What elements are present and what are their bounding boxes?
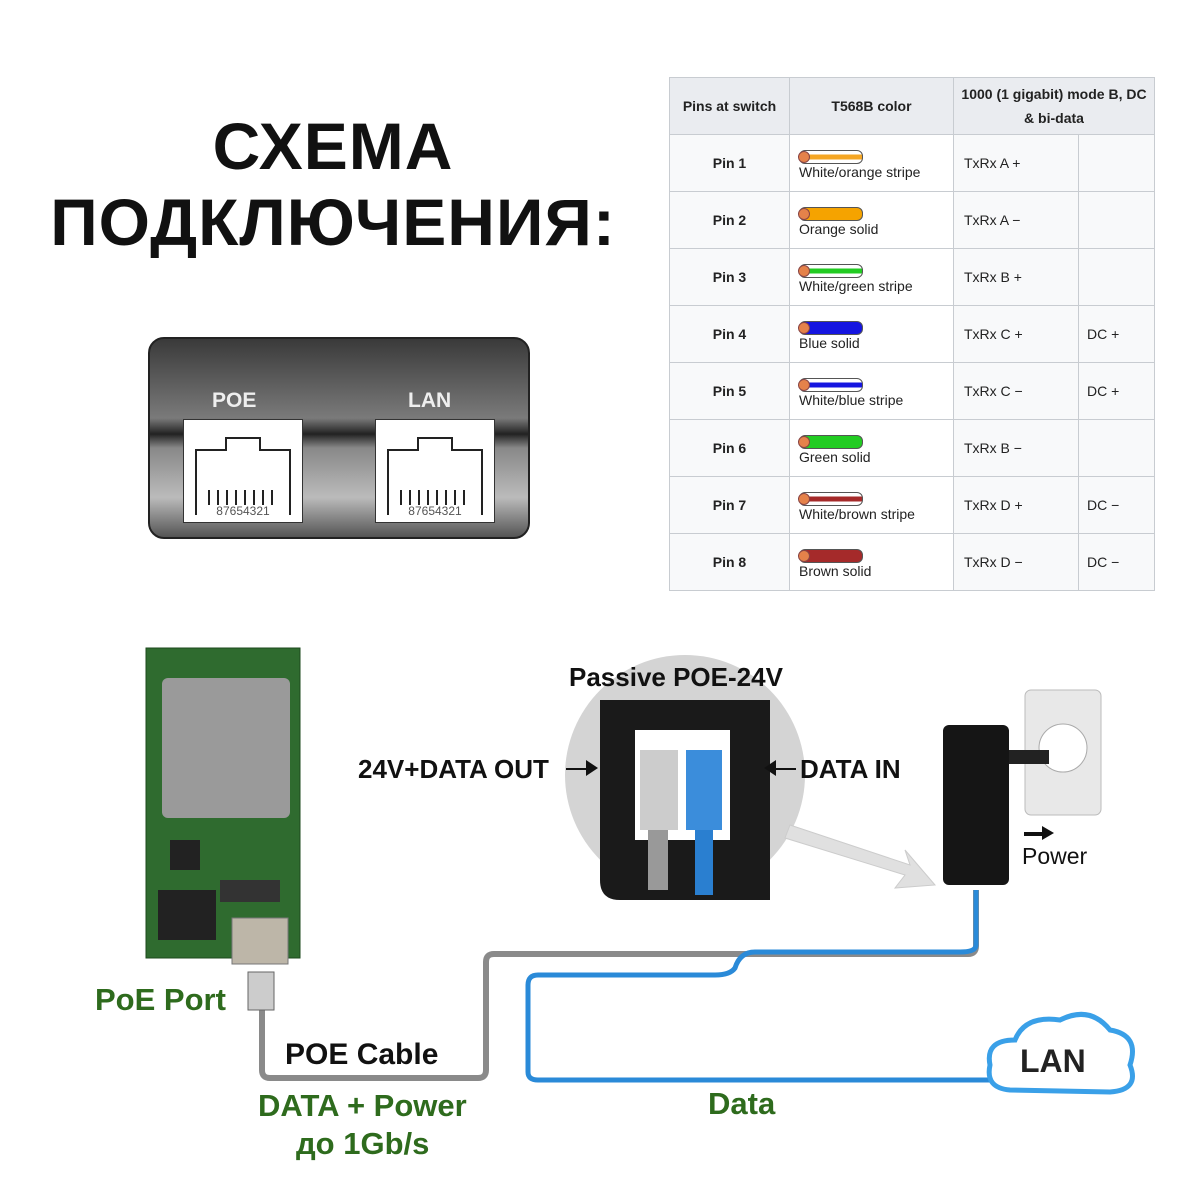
table-row: Pin 6 Green solid TxRx B − <box>669 419 1155 477</box>
color-name: Blue solid <box>799 335 860 351</box>
wire-icon <box>798 435 863 449</box>
dc-cell: DC + <box>1078 305 1155 363</box>
color-cell: White/orange stripe <box>789 134 954 192</box>
signal-cell: TxRx C − <box>953 362 1079 420</box>
injector-title: Passive POE-24V <box>569 662 783 692</box>
dc-cell <box>1078 248 1155 306</box>
cloud-lan-label: LAN <box>1020 1043 1086 1079</box>
power-label: Power <box>1022 843 1088 869</box>
table-row: Pin 2 Orange solid TxRx A − <box>669 191 1155 249</box>
signal-cell: TxRx A + <box>953 134 1079 192</box>
header-mode: 1000 (1 gigabit) mode B, DC & bi-data <box>953 77 1155 135</box>
color-cell: White/green stripe <box>789 248 954 306</box>
table-row: Pin 4 Blue solid TxRx C + DC + <box>669 305 1155 363</box>
pin-cell: Pin 8 <box>669 533 790 591</box>
color-name: White/brown stripe <box>799 506 915 522</box>
inset-lan-label: LAN <box>692 732 713 743</box>
wire-icon <box>798 150 863 164</box>
color-name: White/blue stripe <box>799 392 904 408</box>
color-name: White/green stripe <box>799 278 913 294</box>
color-cell: Blue solid <box>789 305 954 363</box>
color-cell: White/brown stripe <box>789 476 954 534</box>
color-name: Brown solid <box>799 563 872 579</box>
arrow-left-icon <box>764 760 796 776</box>
data-out-label: 24V+DATA OUT <box>358 754 549 784</box>
data-label: Data <box>708 1086 776 1121</box>
rj45-lan-icon: 87654321 <box>375 419 495 523</box>
table-row: Pin 1 White/orange stripe TxRx A + <box>669 134 1155 192</box>
table-row: Pin 7 White/brown stripe TxRx D + DC − <box>669 476 1155 534</box>
header-pins: Pins at switch <box>669 77 790 135</box>
dc-cell <box>1078 134 1155 192</box>
wire-icon <box>798 321 863 335</box>
table-row: Pin 3 White/green stripe TxRx B + <box>669 248 1155 306</box>
signal-cell: TxRx C + <box>953 305 1079 363</box>
connection-diagram: POE LAN <box>145 647 1135 1095</box>
dc-cell: DC + <box>1078 362 1155 420</box>
poe-injector <box>943 725 1009 885</box>
poe-injector-panel: POE LAN 87654321 87654321 <box>148 337 530 539</box>
device-board <box>145 647 301 965</box>
title-line-2: ПОДКЛЮЧЕНИЯ: <box>50 185 616 259</box>
pin-cell: Pin 4 <box>669 305 790 363</box>
color-name: White/orange stripe <box>799 164 921 180</box>
lan-port-label: LAN <box>408 389 452 412</box>
pin-cell: Pin 3 <box>669 248 790 306</box>
lan-cloud <box>986 1011 1135 1095</box>
data-in-label: DATA IN <box>800 754 901 784</box>
color-cell: White/blue stripe <box>789 362 954 420</box>
wire-icon <box>798 207 863 221</box>
poe-cable <box>259 890 979 1081</box>
dc-cell <box>1078 191 1155 249</box>
color-cell: Green solid <box>789 419 954 477</box>
color-cell: Orange solid <box>789 191 954 249</box>
dc-cell: DC − <box>1078 476 1155 534</box>
poe-port-label: PoE Port <box>95 982 226 1017</box>
data-cable <box>525 890 990 1083</box>
pin-cell: Pin 5 <box>669 362 790 420</box>
pinout-table: Pins at switch T568B color 1000 (1 gigab… <box>669 77 1155 591</box>
wire-icon <box>798 264 863 278</box>
signal-cell: TxRx B + <box>953 248 1079 306</box>
table-row: Pin 5 White/blue stripe TxRx C − DC + <box>669 362 1155 420</box>
power-arrow-icon <box>1024 826 1054 840</box>
title-line-1: СХЕМА <box>212 109 454 183</box>
pin-numbers: 87654321 <box>216 504 270 518</box>
color-cell: Brown solid <box>789 533 954 591</box>
pin-cell: Pin 2 <box>669 191 790 249</box>
pin-cell: Pin 7 <box>669 476 790 534</box>
dc-cell: DC − <box>1078 533 1155 591</box>
poe-port-label: POE <box>212 389 257 412</box>
dc-cell <box>1078 419 1155 477</box>
signal-cell: TxRx A − <box>953 191 1079 249</box>
table-row: Pin 8 Brown solid TxRx D − DC − <box>669 533 1155 591</box>
wire-icon <box>798 492 863 506</box>
rj45-plug-icon <box>247 971 275 1011</box>
signal-cell: TxRx D + <box>953 476 1079 534</box>
header-color: T568B color <box>789 77 954 135</box>
arrow-right-icon <box>566 760 598 776</box>
pin-cell: Pin 1 <box>669 134 790 192</box>
rj45-poe-icon: 87654321 <box>183 419 303 523</box>
pin-cell: Pin 6 <box>669 419 790 477</box>
pointer-arrow <box>784 824 937 889</box>
poe-cable-label: POE Cable <box>285 1038 439 1071</box>
signal-cell: TxRx B − <box>953 419 1079 477</box>
speed-label: до 1Gb/s <box>296 1126 430 1161</box>
data-power-label: DATA + Power <box>258 1088 467 1123</box>
pin-numbers: 87654321 <box>408 504 462 518</box>
signal-cell: TxRx D − <box>953 533 1079 591</box>
color-name: Green solid <box>799 449 871 465</box>
inset-poe-label: POE <box>645 732 666 743</box>
wire-icon <box>798 549 863 563</box>
color-name: Orange solid <box>799 221 879 237</box>
wire-icon <box>798 378 863 392</box>
